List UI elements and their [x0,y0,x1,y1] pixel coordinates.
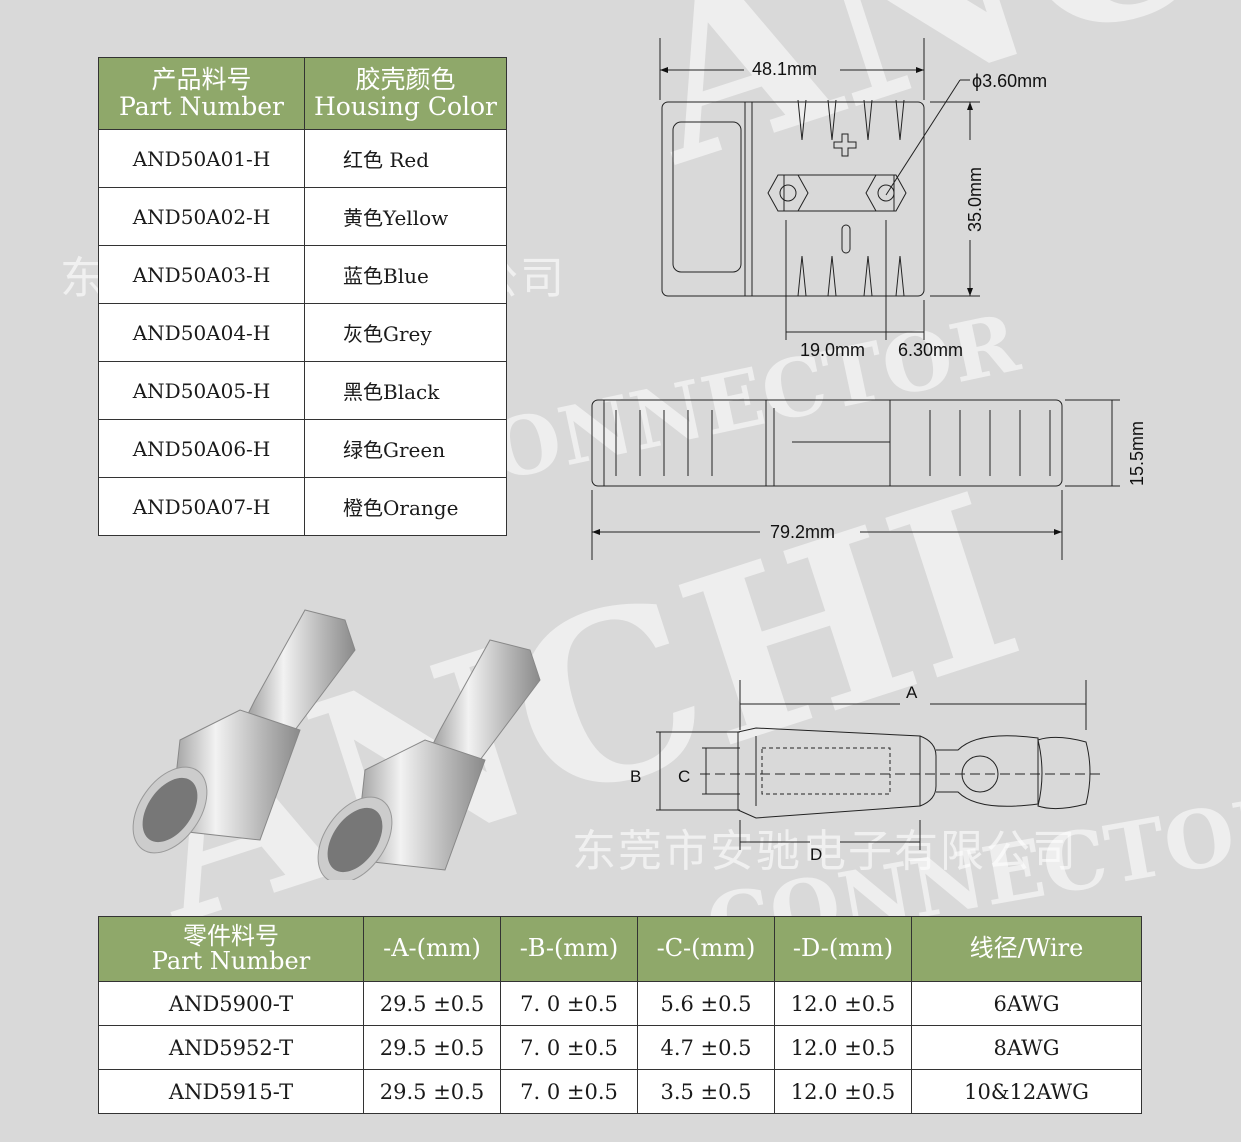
dim-a-label: A [906,683,918,702]
part-number-header: 产品料号 Part Number [98,57,305,130]
part-number-cell: AND50A01-H [98,129,305,188]
housing-drawing: 48.1mm ϕ3.60mm 35.0mm 19.0mm 6.30mm 15.5… [591,38,1147,560]
part-number-header-cn: 产品料号 [151,65,252,95]
part-number-header-cn: 零件料号 [183,921,279,950]
dim-offset-2: 6.30mm [898,340,963,360]
dim-c-label: C [678,767,690,786]
dim-b-cell: 7. 0 ±0.5 [500,1025,638,1070]
dim-b-header: -B-(mm) [500,916,638,982]
dim-offset-1: 19.0mm [800,340,865,360]
part-number-cell: AND5900-T [98,981,364,1026]
dim-c-cell: 5.6 ±0.5 [637,981,775,1026]
terminal-dimension-table: 零件料号 Part Number -A-(mm) -B-(mm) -C-(mm)… [98,916,1142,1114]
dim-b-cell: 7. 0 ±0.5 [500,981,638,1026]
wire-cell: 10&12AWG [911,1069,1142,1114]
part-number-cell: AND50A04-H [98,303,305,362]
dim-b-label: B [630,767,641,786]
color-cell: 灰色Grey [304,303,507,362]
table-row: AND5952-T 29.5 ±0.5 7. 0 ±0.5 4.7 ±0.5 1… [98,1025,1142,1070]
dim-c-cell: 4.7 ±0.5 [637,1025,775,1070]
dim-a-cell: 29.5 ±0.5 [363,1025,501,1070]
terminal-right [317,639,541,880]
part-number-header-en: Part Number [119,91,284,121]
terminal-left [132,609,356,854]
dim-width: 48.1mm [752,59,817,79]
housing-color-header-cn: 胶壳颜色 [355,65,456,95]
dim-c-header: -C-(mm) [637,916,775,982]
color-cell: 红色 Red [304,129,507,188]
wire-cell: 8AWG [911,1025,1142,1070]
part-number-cell: AND50A03-H [98,245,305,304]
housing-color-table: 产品料号 Part Number 胶壳颜色 Housing Color AND5… [98,57,507,536]
dim-height: 35.0mm [965,167,985,232]
part-number-cell: AND50A07-H [98,477,305,536]
part-number-cell: AND50A02-H [98,187,305,246]
terminal-photo [132,609,541,880]
part-number-cell: AND5915-T [98,1069,364,1114]
part-number-cell: AND50A05-H [98,361,305,420]
dim-c-cell: 3.5 ±0.5 [637,1069,775,1114]
dim-length: 79.2mm [770,522,835,542]
part-number-header-en: Part Number [151,947,311,975]
dim-side-height: 15.5mm [1127,421,1147,486]
housing-color-header: 胶壳颜色 Housing Color [304,57,507,130]
color-cell: 蓝色Blue [304,245,507,304]
color-cell: 绿色Green [304,419,507,478]
dim-hole-diameter: ϕ3.60mm [972,71,1047,91]
dim-d-cell: 12.0 ±0.5 [774,1025,912,1070]
terminal-table-header: 零件料号 Part Number -A-(mm) -B-(mm) -C-(mm)… [98,916,1142,982]
color-cell: 黑色Black [304,361,507,420]
dim-d-cell: 12.0 ±0.5 [774,981,912,1026]
housing-table-header: 产品料号 Part Number 胶壳颜色 Housing Color [98,57,507,130]
part-number-cell: AND50A06-H [98,419,305,478]
dim-d-cell: 12.0 ±0.5 [774,1069,912,1114]
dim-a-cell: 29.5 ±0.5 [363,1069,501,1114]
part-number-cell: AND5952-T [98,1025,364,1070]
table-row: AND5900-T 29.5 ±0.5 7. 0 ±0.5 5.6 ±0.5 1… [98,981,1142,1026]
dim-a-header: -A-(mm) [363,916,501,982]
color-cell: 橙色Orange [304,477,507,536]
dim-d-label: D [810,845,822,864]
terminal-drawing: A B C D [630,680,1100,864]
table-row: AND5915-T 29.5 ±0.5 7. 0 ±0.5 3.5 ±0.5 1… [98,1069,1142,1114]
dim-a-cell: 29.5 ±0.5 [363,981,501,1026]
wire-cell: 6AWG [911,981,1142,1026]
wire-header: 线径/Wire [911,916,1142,982]
part-number-header: 零件料号 Part Number [98,916,364,982]
dim-d-header: -D-(mm) [774,916,912,982]
housing-color-header-en: Housing Color [313,91,497,121]
color-cell: 黄色Yellow [304,187,507,246]
dim-b-cell: 7. 0 ±0.5 [500,1069,638,1114]
